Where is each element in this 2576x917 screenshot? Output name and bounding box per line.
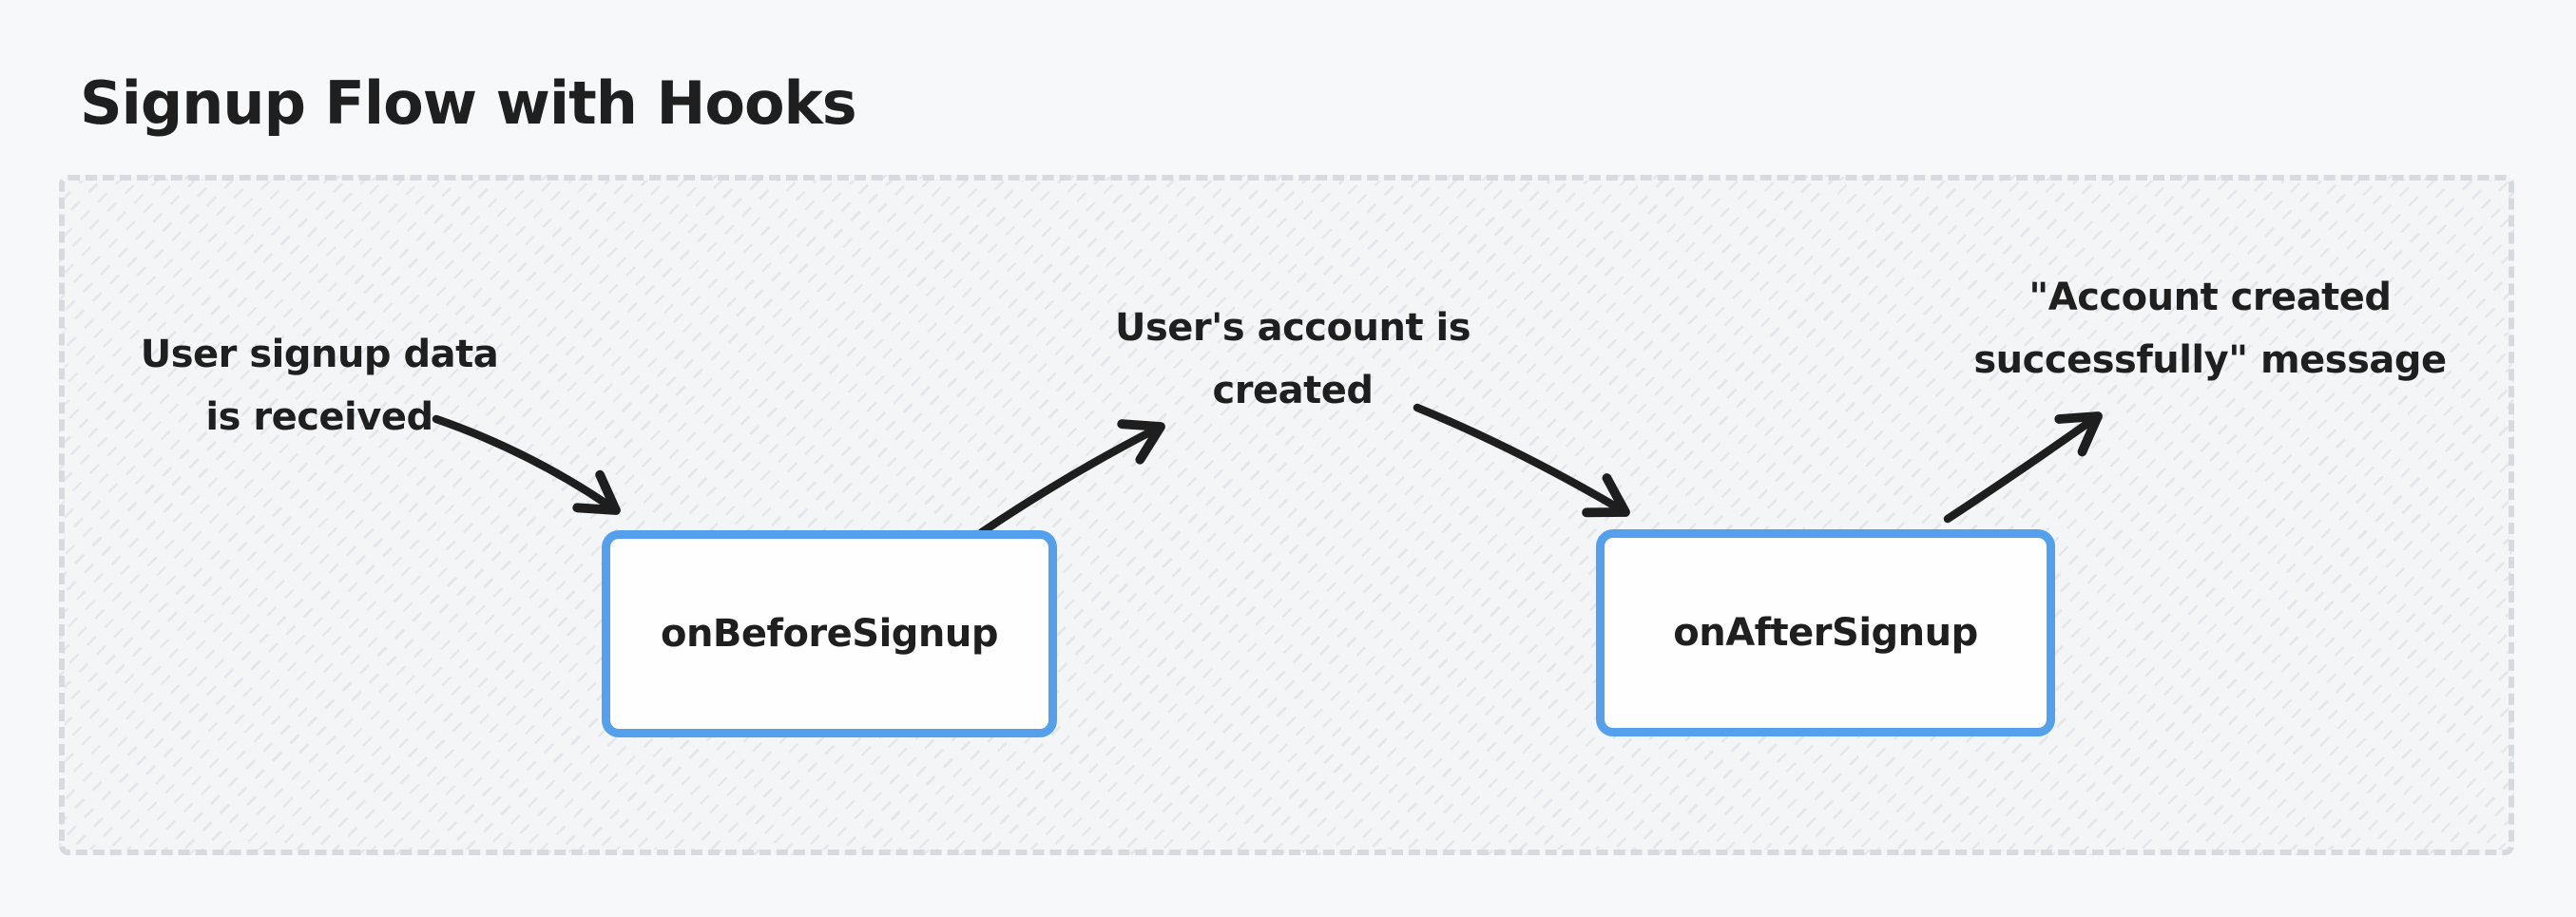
annotation-line: successfully" message — [1973, 338, 2447, 382]
annotation-line: User signup data — [140, 333, 499, 376]
node-label: onAfterSignup — [1673, 611, 1978, 655]
annotation-signup-data-received[interactable]: User signup data is received — [91, 323, 548, 449]
annotation-line: is received — [205, 395, 433, 439]
node-on-after-signup[interactable]: onAfterSignup — [1596, 529, 2055, 736]
node-label: onBeforeSignup — [660, 612, 999, 656]
diagram-title[interactable]: Signup Flow with Hooks — [80, 68, 857, 138]
annotation-line: "Account created — [2028, 276, 2392, 319]
annotation-account-created[interactable]: User's account is created — [1065, 296, 1521, 422]
node-on-before-signup[interactable]: onBeforeSignup — [602, 530, 1057, 737]
annotation-success-message[interactable]: "Account created successfully" message — [1925, 266, 2495, 392]
annotation-line: User's account is — [1114, 306, 1471, 350]
annotation-line: created — [1212, 369, 1374, 412]
